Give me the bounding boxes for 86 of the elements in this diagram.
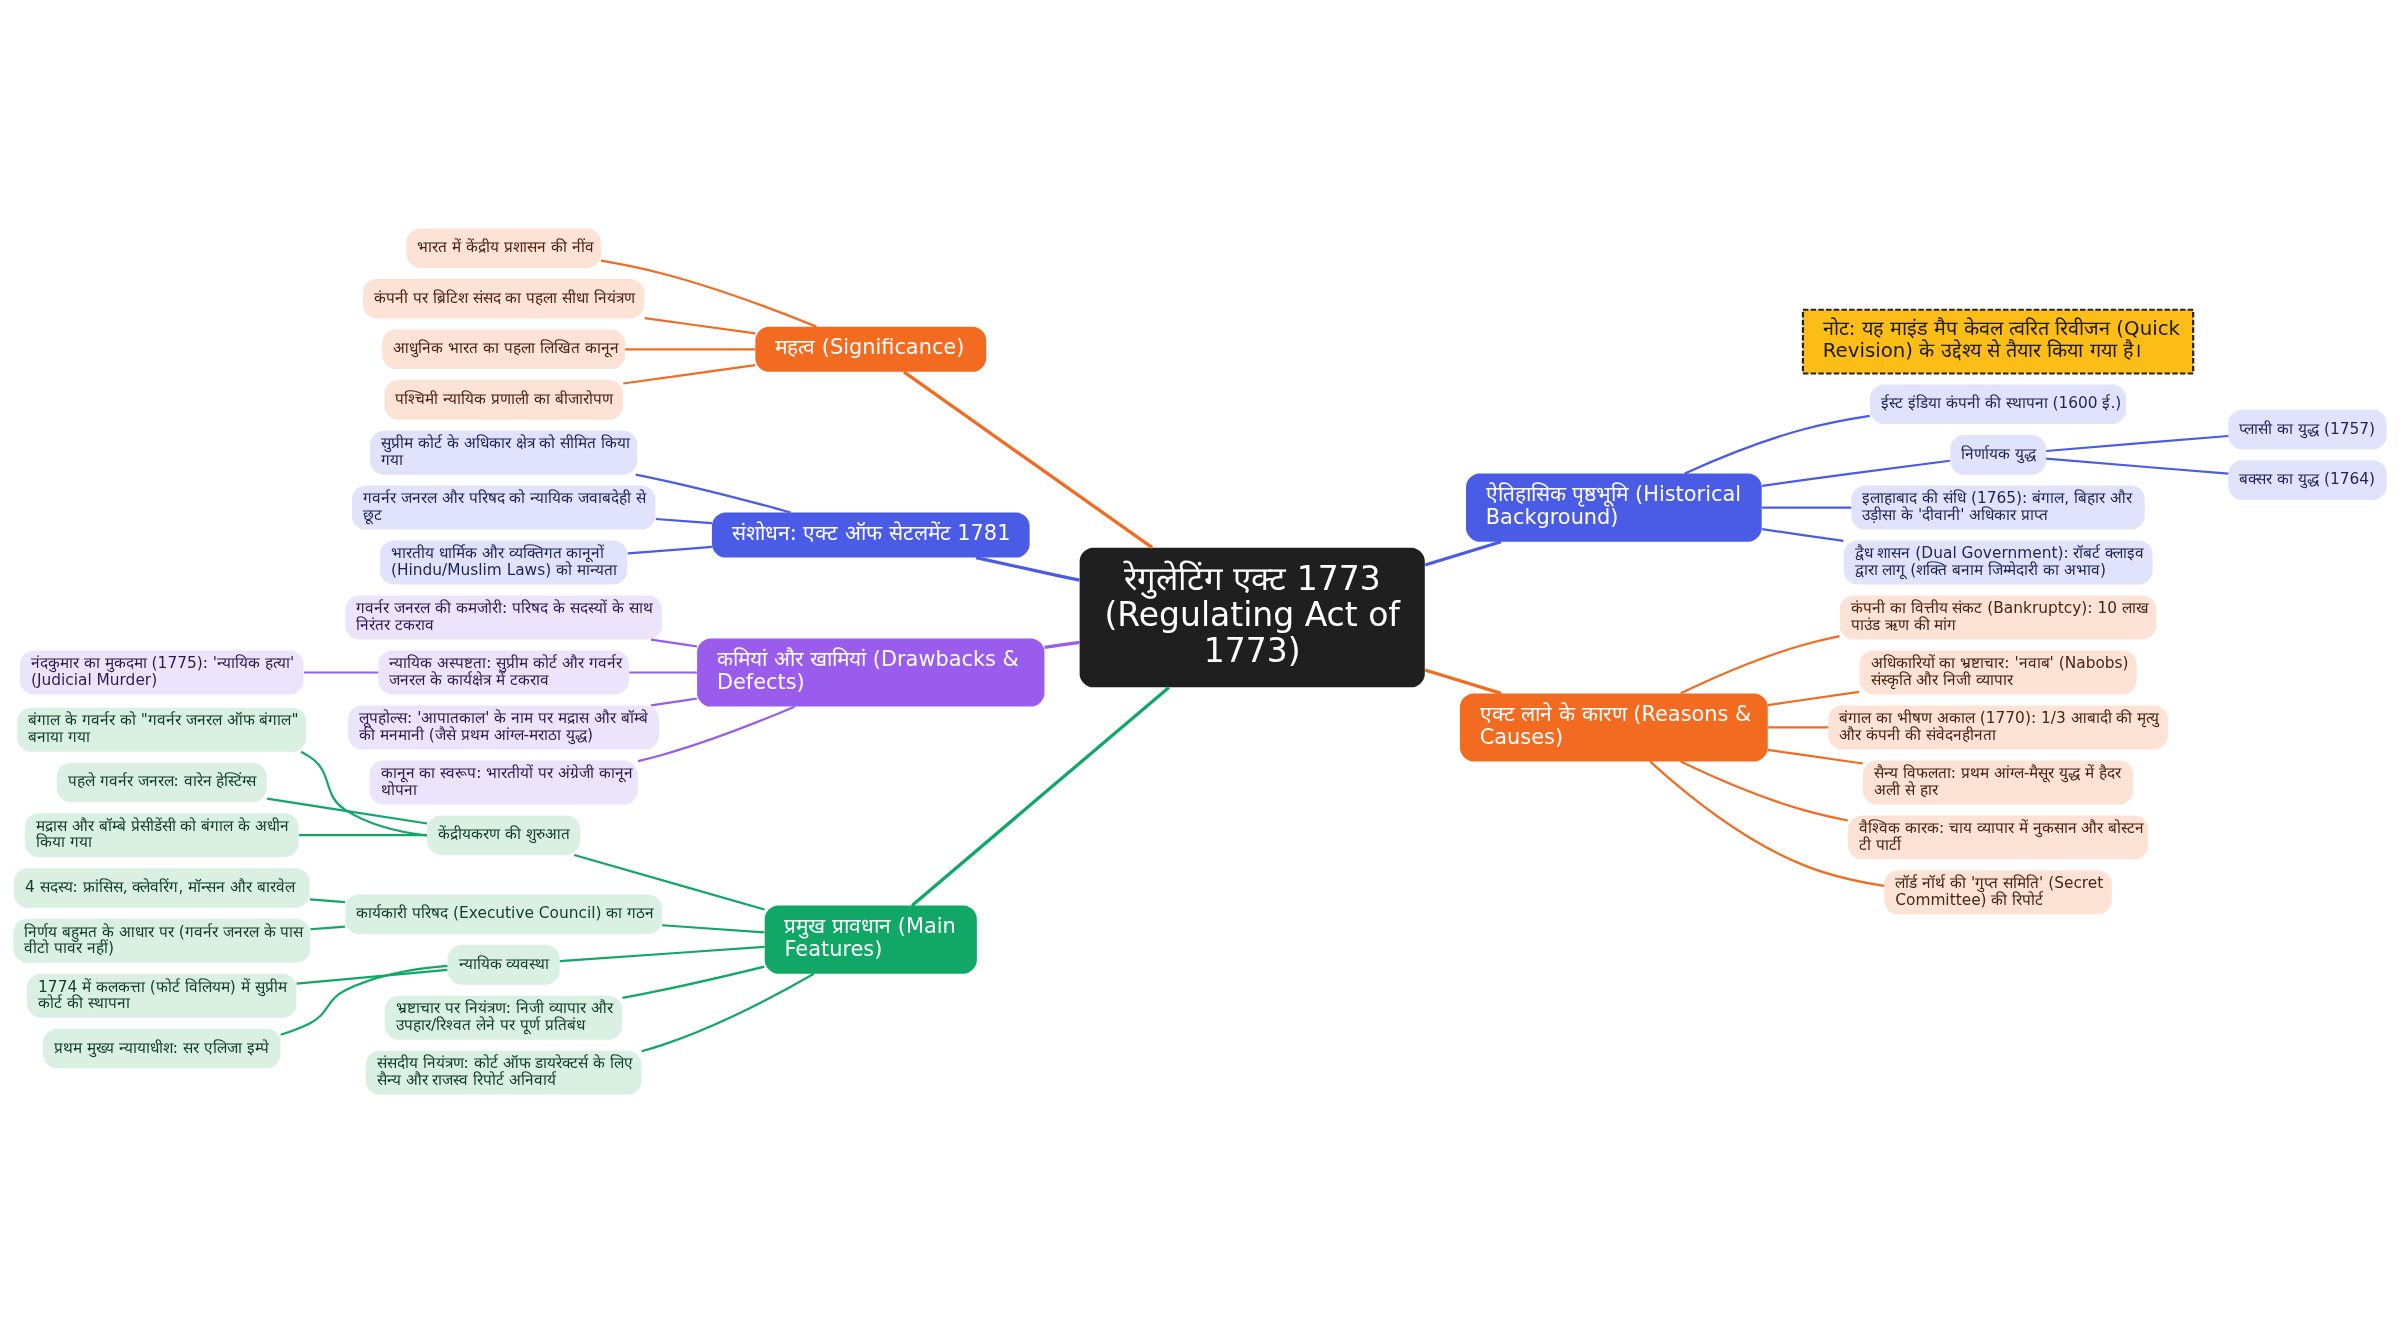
connector — [600, 259, 817, 328]
node-box: आधुनिक भारत का पहला लिखित कानून — [382, 329, 626, 369]
connector — [662, 923, 765, 933]
connector — [641, 972, 815, 1052]
connector — [1680, 760, 1848, 822]
connector — [559, 945, 765, 962]
node-box: प्लासी का युद्ध (1757) — [2228, 409, 2387, 449]
node-box: संसदीय नियंत्रण: कोर्ट ऑफ डायरेक्टर्स के लिए सैन्य और राजस्व रिपोर्ट अनिवार्य — [365, 1050, 642, 1095]
connector — [622, 965, 765, 999]
connector — [1768, 725, 1829, 729]
connector — [309, 897, 346, 903]
connector — [1424, 668, 1502, 695]
node-box: द्वैध शासन (Dual Government): रॉबर्ट क्लाइव द्वारा लागू (शक्ति बनाम जिम्मेदारी का अभाव) — [1843, 540, 2153, 585]
connector — [1680, 634, 1840, 694]
connector — [1767, 748, 1863, 765]
node-box: सैन्य विफलता: प्रथम आंग्ल-मैसूर युद्ध में हैदर अली से हार — [1862, 759, 2134, 804]
node-box: महत्व (Significance) — [755, 326, 987, 372]
connector — [573, 853, 765, 911]
node-box: कंपनी का वित्तीय संकट (Bankruptcy): 10 लाख पाउंड ऋण की मांग — [1839, 595, 2157, 639]
connector — [629, 670, 697, 674]
node-box: पश्चिमी न्यायिक प्रणाली का बीजारोपण — [384, 379, 623, 420]
node-box: भारतीय धार्मिक और व्यक्तिगत कानूनों (Hindu/Muslim Laws) को मान्यता — [379, 540, 628, 585]
connector — [1767, 690, 1860, 706]
node-box: कंपनी पर ब्रिटिश संसद का पहला सीधा नियंत्रण — [362, 278, 645, 319]
node-box: न्यायिक व्यवस्था — [447, 944, 560, 985]
connector — [1684, 414, 1870, 474]
connector — [300, 750, 427, 836]
node-box: भ्रष्टाचार पर नियंत्रण: निजी व्यापार और उपहार/रिश्वत लेने पर पूर्ण प्रतिबंध — [384, 995, 623, 1040]
node-box: संशोधन: एक्ट ऑफ सेटलमेंट 1781 — [711, 512, 1030, 558]
node-box: गवर्नर जनरल और परिषद को न्यायिक जवाबदेही से छूट — [351, 485, 656, 530]
node-box: निर्णय बहुमत के आधार पर (गवर्नर जनरल के पास वीटो पावर नहीं) — [13, 918, 311, 963]
node-box: कमियां और खामियां (Drawbacks & Defects) — [697, 637, 1045, 707]
connector — [310, 924, 346, 930]
connector — [299, 833, 427, 836]
node-box: एक्ट लाने के कारण (Reasons & Causes) — [1459, 692, 1768, 762]
node-box: रेगुलेटिंग एक्ट 1773 (Regulating Act of 1773) — [1079, 547, 1425, 687]
connector — [303, 670, 379, 674]
connector — [635, 473, 791, 514]
node-box: भारत में केंद्रीय प्रशासन की नींव — [406, 227, 601, 268]
node-box: लूपहोल्स: 'आपातकाल' के नाम पर मद्रास और बॉम्बे की मनमानी (जैसे प्रथम आंग्ल-मराठा युद्ध) — [348, 704, 660, 749]
connector — [1762, 506, 1852, 509]
connector — [975, 555, 1080, 582]
connector — [2046, 434, 2229, 452]
node-box: न्यायिक अस्पष्टता: सुप्रीम कोर्ट और गवर्नर जनरल के कार्यक्षेत्र में टकराव — [378, 650, 629, 694]
connector — [637, 705, 795, 762]
connector — [655, 517, 712, 524]
node-box: बंगाल के गवर्नर को "गवर्नर जनरल ऑफ बंगाल" बनाया गया — [17, 707, 307, 752]
node-box: कानून का स्वरूप: भारतीयों पर अंग्रेजी कानून थोपना — [369, 759, 638, 804]
node-box: ईस्ट इंडिया कंपनी की स्थापना (1600 ई.) — [1870, 384, 2127, 424]
node-box: 4 सदस्य: फ्रांसिस, क्लेवरिंग, मॉन्सन और बारवेल — [13, 867, 310, 908]
connector — [266, 797, 428, 825]
connector — [280, 964, 448, 1036]
connector — [2046, 457, 2229, 475]
node-box: प्रथम मुख्य न्यायाधीश: सर एलिजा इम्पे — [43, 1028, 281, 1068]
node-box: लॉर्ड नॉर्थ की 'गुप्त समिति' (Secret Committee) की रिपोर्ट — [1884, 869, 2112, 914]
connector — [902, 370, 1154, 549]
connector — [623, 363, 756, 385]
node-box: नोट: यह माइंड मैप केवल त्वरित रिवीजन (Quick Revision) के उद्देश्य से तैयार किया गया है। — [1801, 308, 2195, 375]
node-box: इलाहाबाद की संधि (1765): बंगाल, बिहार और उड़ीसा के 'दीवानी' अधिकार प्राप्त — [1851, 485, 2145, 530]
connector — [627, 545, 712, 554]
connector — [1649, 760, 1885, 887]
node-box: कार्यकारी परिषद (Executive Council) का गठन — [345, 894, 662, 934]
connector — [1762, 527, 1844, 542]
node-box: मद्रास और बॉम्बे प्रेसीडेंसी को बंगाल के अधीन किया गया — [24, 812, 299, 857]
node-box: प्रमुख प्रावधान (Main Features) — [764, 905, 977, 974]
connector — [625, 347, 756, 350]
node-box: नंदकुमार का मुकदमा (1775): 'न्यायिक हत्या' (Judicial Murder) — [19, 650, 304, 694]
node-box: बंगाल का भीषण अकाल (1770): 1/3 आबादी की मृत्यु और कंपनी की संवेदनहीनता — [1828, 704, 2168, 749]
node-box: सुप्रीम कोर्ट के अधिकार क्षेत्र को सीमित किया गया — [370, 430, 638, 475]
node-box: बक्सर का युद्ध (1764) — [2228, 459, 2387, 500]
connector — [911, 685, 1170, 907]
node-box: पहले गवर्नर जनरल: वारेन हेस्टिंग्स — [56, 762, 267, 802]
connector — [1424, 539, 1502, 567]
connector — [1762, 459, 1950, 487]
node-box: ऐतिहासिक पृष्ठभूमि (Historical Background) — [1466, 473, 1762, 542]
connector — [1044, 640, 1080, 649]
node-box: वैश्विक कारक: चाय व्यापार में नुकसान और बोस्टन टी पार्टी — [1848, 814, 2149, 859]
node-box: निर्णायक युद्ध — [1950, 434, 2046, 475]
node-box: गवर्नर जनरल की कमजोरी: परिषद के सदस्यों के साथ निरंतर टकराव — [345, 595, 662, 639]
node-box: केंद्रीयकरण की शुरुआत — [427, 814, 581, 855]
connector — [644, 316, 756, 335]
node-box: अधिकारियों का भ्रष्टाचार: 'नवाब' (Nabobs) संस्कृति और निजी व्यापार — [1859, 650, 2137, 694]
connector — [650, 696, 698, 706]
connector — [296, 968, 448, 985]
node-box: 1774 में कलकत्ता (फोर्ट विलियम) में सुप्रीम कोर्ट की स्थापना — [27, 973, 297, 1018]
connector — [650, 638, 698, 648]
